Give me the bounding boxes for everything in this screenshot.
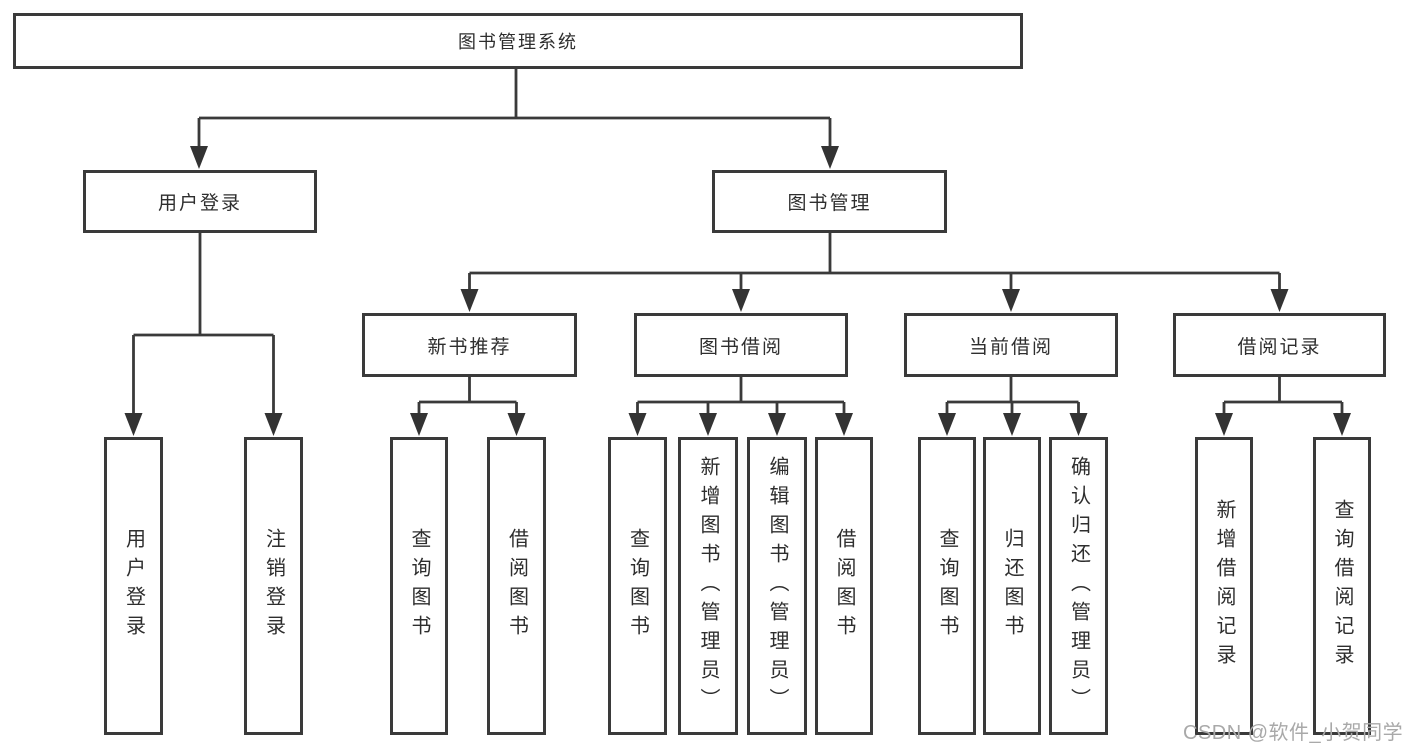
leaf-edit-book-admin: 编辑图书（管理员） (747, 437, 807, 735)
leaf-query-books-3: 查询图书 (918, 437, 976, 735)
arrowhead-icons (124, 146, 1351, 436)
leaf-confirm-return-admin: 确认归还（管理员） (1049, 437, 1108, 735)
leaf-query-borrow-record: 查询借阅记录 (1313, 437, 1371, 735)
leaf-logout-label: 注销登录 (262, 528, 285, 644)
leaf-return-book-label: 归还图书 (1001, 528, 1023, 644)
leaf-query-books-2-label: 查询图书 (626, 528, 649, 644)
watermark-text: CSDN @软件_小贺同学 (1183, 722, 1404, 744)
leaf-query-books-1-label: 查询图书 (408, 528, 430, 644)
leaf-borrow-books-2-label: 借阅图书 (833, 528, 855, 644)
leaf-logout: 注销登录 (244, 437, 303, 735)
leaf-query-borrow-record-label: 查询借阅记录 (1331, 499, 1353, 673)
node-root-label: 图书管理系统 (458, 32, 578, 52)
leaf-add-borrow-record: 新增借阅记录 (1195, 437, 1253, 735)
node-borrow-records-label: 借阅记录 (1237, 336, 1322, 358)
leaf-user-login-label: 用户登录 (122, 528, 145, 644)
node-new-book-recommend: 新书推荐 (362, 313, 577, 377)
leaf-edit-book-admin-label: 编辑图书（管理员） (766, 455, 788, 717)
node-book-management-label: 图书管理 (787, 193, 872, 214)
node-user-login: 用户登录 (83, 170, 317, 233)
leaf-borrow-books-2: 借阅图书 (815, 437, 873, 735)
node-book-borrow-label: 图书借阅 (698, 336, 783, 358)
leaf-add-book-admin: 新增图书（管理员） (678, 437, 738, 735)
node-current-borrow: 当前借阅 (904, 313, 1118, 377)
node-current-borrow-label: 当前借阅 (968, 336, 1053, 358)
leaf-query-books-1: 查询图书 (390, 437, 448, 735)
node-new-book-recommend-label: 新书推荐 (427, 336, 512, 358)
leaf-query-books-3-label: 查询图书 (936, 528, 958, 644)
node-user-login-label: 用户登录 (157, 193, 242, 214)
node-book-management: 图书管理 (712, 170, 947, 233)
leaf-confirm-return-admin-label: 确认归还（管理员） (1067, 455, 1090, 717)
leaf-query-books-2: 查询图书 (608, 437, 667, 735)
node-root: 图书管理系统 (13, 13, 1023, 69)
leaf-add-borrow-record-label: 新增借阅记录 (1213, 499, 1235, 673)
leaf-return-book: 归还图书 (983, 437, 1041, 735)
leaf-user-login: 用户登录 (104, 437, 163, 735)
node-book-borrow: 图书借阅 (634, 313, 848, 377)
leaf-borrow-books-1-label: 借阅图书 (505, 528, 528, 644)
leaf-add-book-admin-label: 新增图书（管理员） (697, 455, 719, 717)
leaf-borrow-books-1: 借阅图书 (487, 437, 546, 735)
node-borrow-records: 借阅记录 (1173, 313, 1386, 377)
